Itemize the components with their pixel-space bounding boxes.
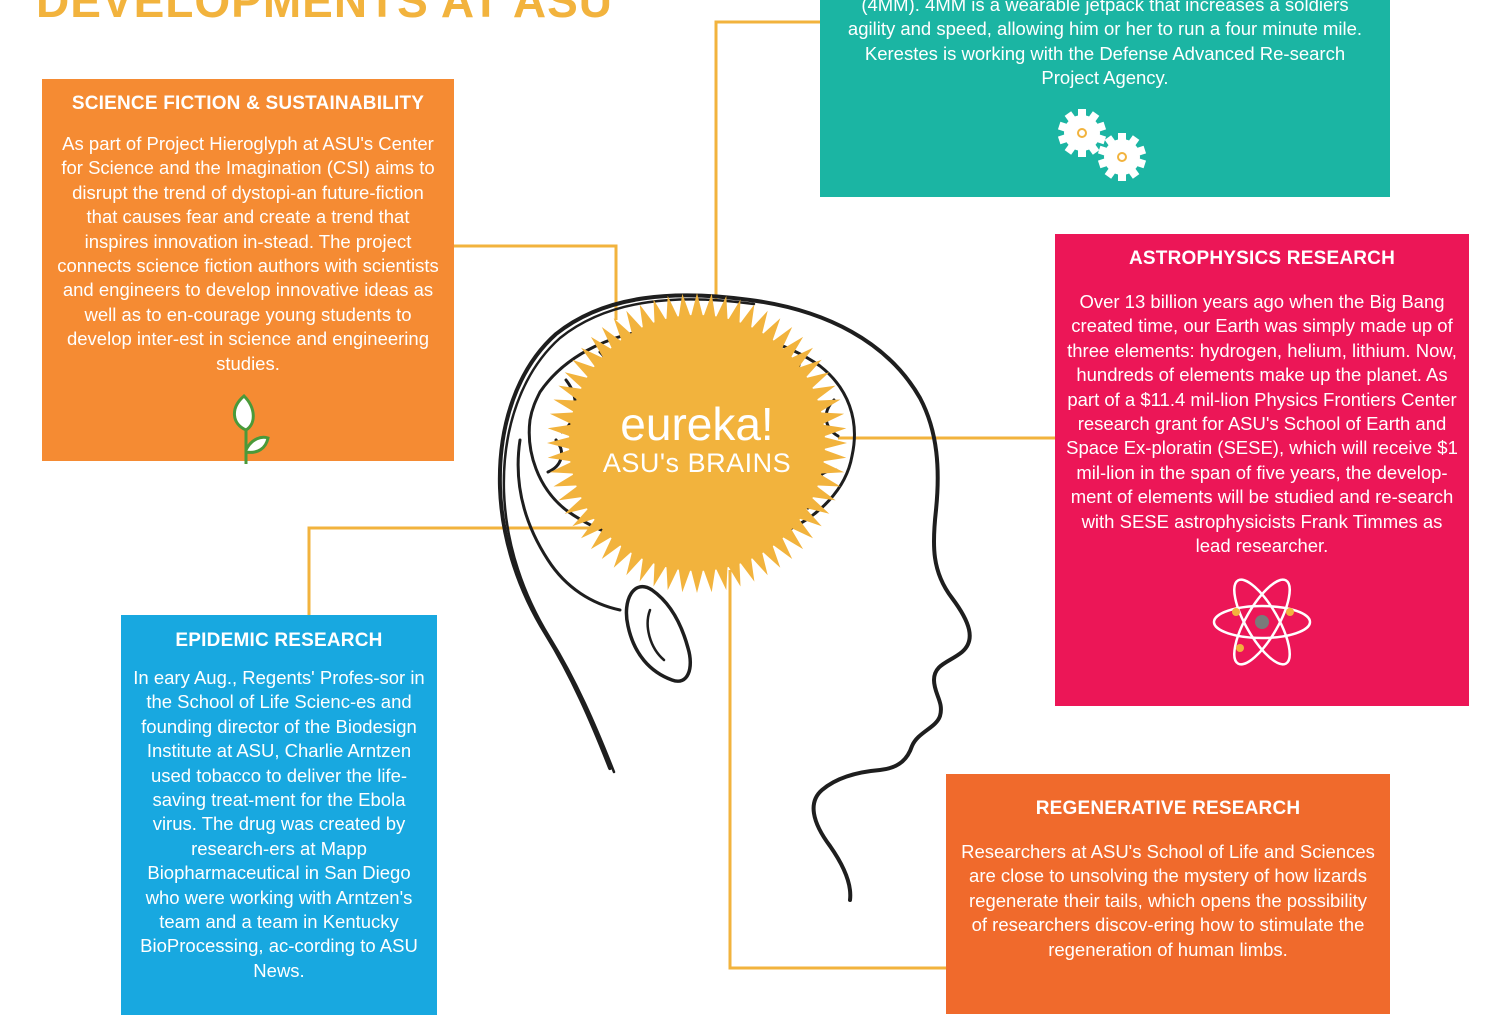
- epidemic-heading: EPIDEMIC RESEARCH: [175, 630, 383, 651]
- gears-icon: [1057, 108, 1147, 181]
- scifi-heading: SCIENCE FICTION & SUSTAINABILITY: [71, 93, 425, 114]
- scifi-body: As part of Project Hieroglyph at ASU's C…: [57, 133, 439, 374]
- regen-heading: REGENERATIVE RESEARCH: [1035, 798, 1301, 819]
- astro-body: Over 13 billion years ago when the Big B…: [1066, 291, 1458, 557]
- head-silhouette: [497, 293, 972, 902]
- astrophysics-panel: ASTROPHYSICS RESEARCH Over 13 billion ye…: [1055, 234, 1469, 706]
- scifi-sustainability-panel: SCIENCE FICTION & SUSTAINABILITY As part…: [42, 79, 454, 465]
- atom-icon: [1212, 578, 1312, 667]
- epidemic-body: In eary Aug., Regents' Profes-sor in the…: [133, 667, 425, 981]
- asu-brains-text: ASU's BRAINS: [603, 448, 791, 478]
- jetpack-panel: (4MM). 4MM is a wearable jetpack that in…: [820, 0, 1390, 197]
- regen-body: Researchers at ASU's School of Life and …: [961, 841, 1375, 960]
- eureka-text: eureka!: [620, 398, 773, 450]
- epidemic-research-panel: EPIDEMIC RESEARCH In eary Aug., Regents'…: [121, 615, 437, 1015]
- regenerative-research-panel: REGENERATIVE RESEARCH Researchers at ASU…: [946, 774, 1390, 1014]
- connector-lines: [307, 20, 1055, 970]
- leaf-icon: [233, 394, 270, 465]
- jetpack-body: (4MM). 4MM is a wearable jetpack that in…: [847, 0, 1363, 89]
- infographic-title: DEVELOPMENTS AT ASU: [36, 0, 613, 27]
- astro-heading: ASTROPHYSICS RESEARCH: [1128, 248, 1396, 269]
- eureka-sun: [547, 293, 847, 593]
